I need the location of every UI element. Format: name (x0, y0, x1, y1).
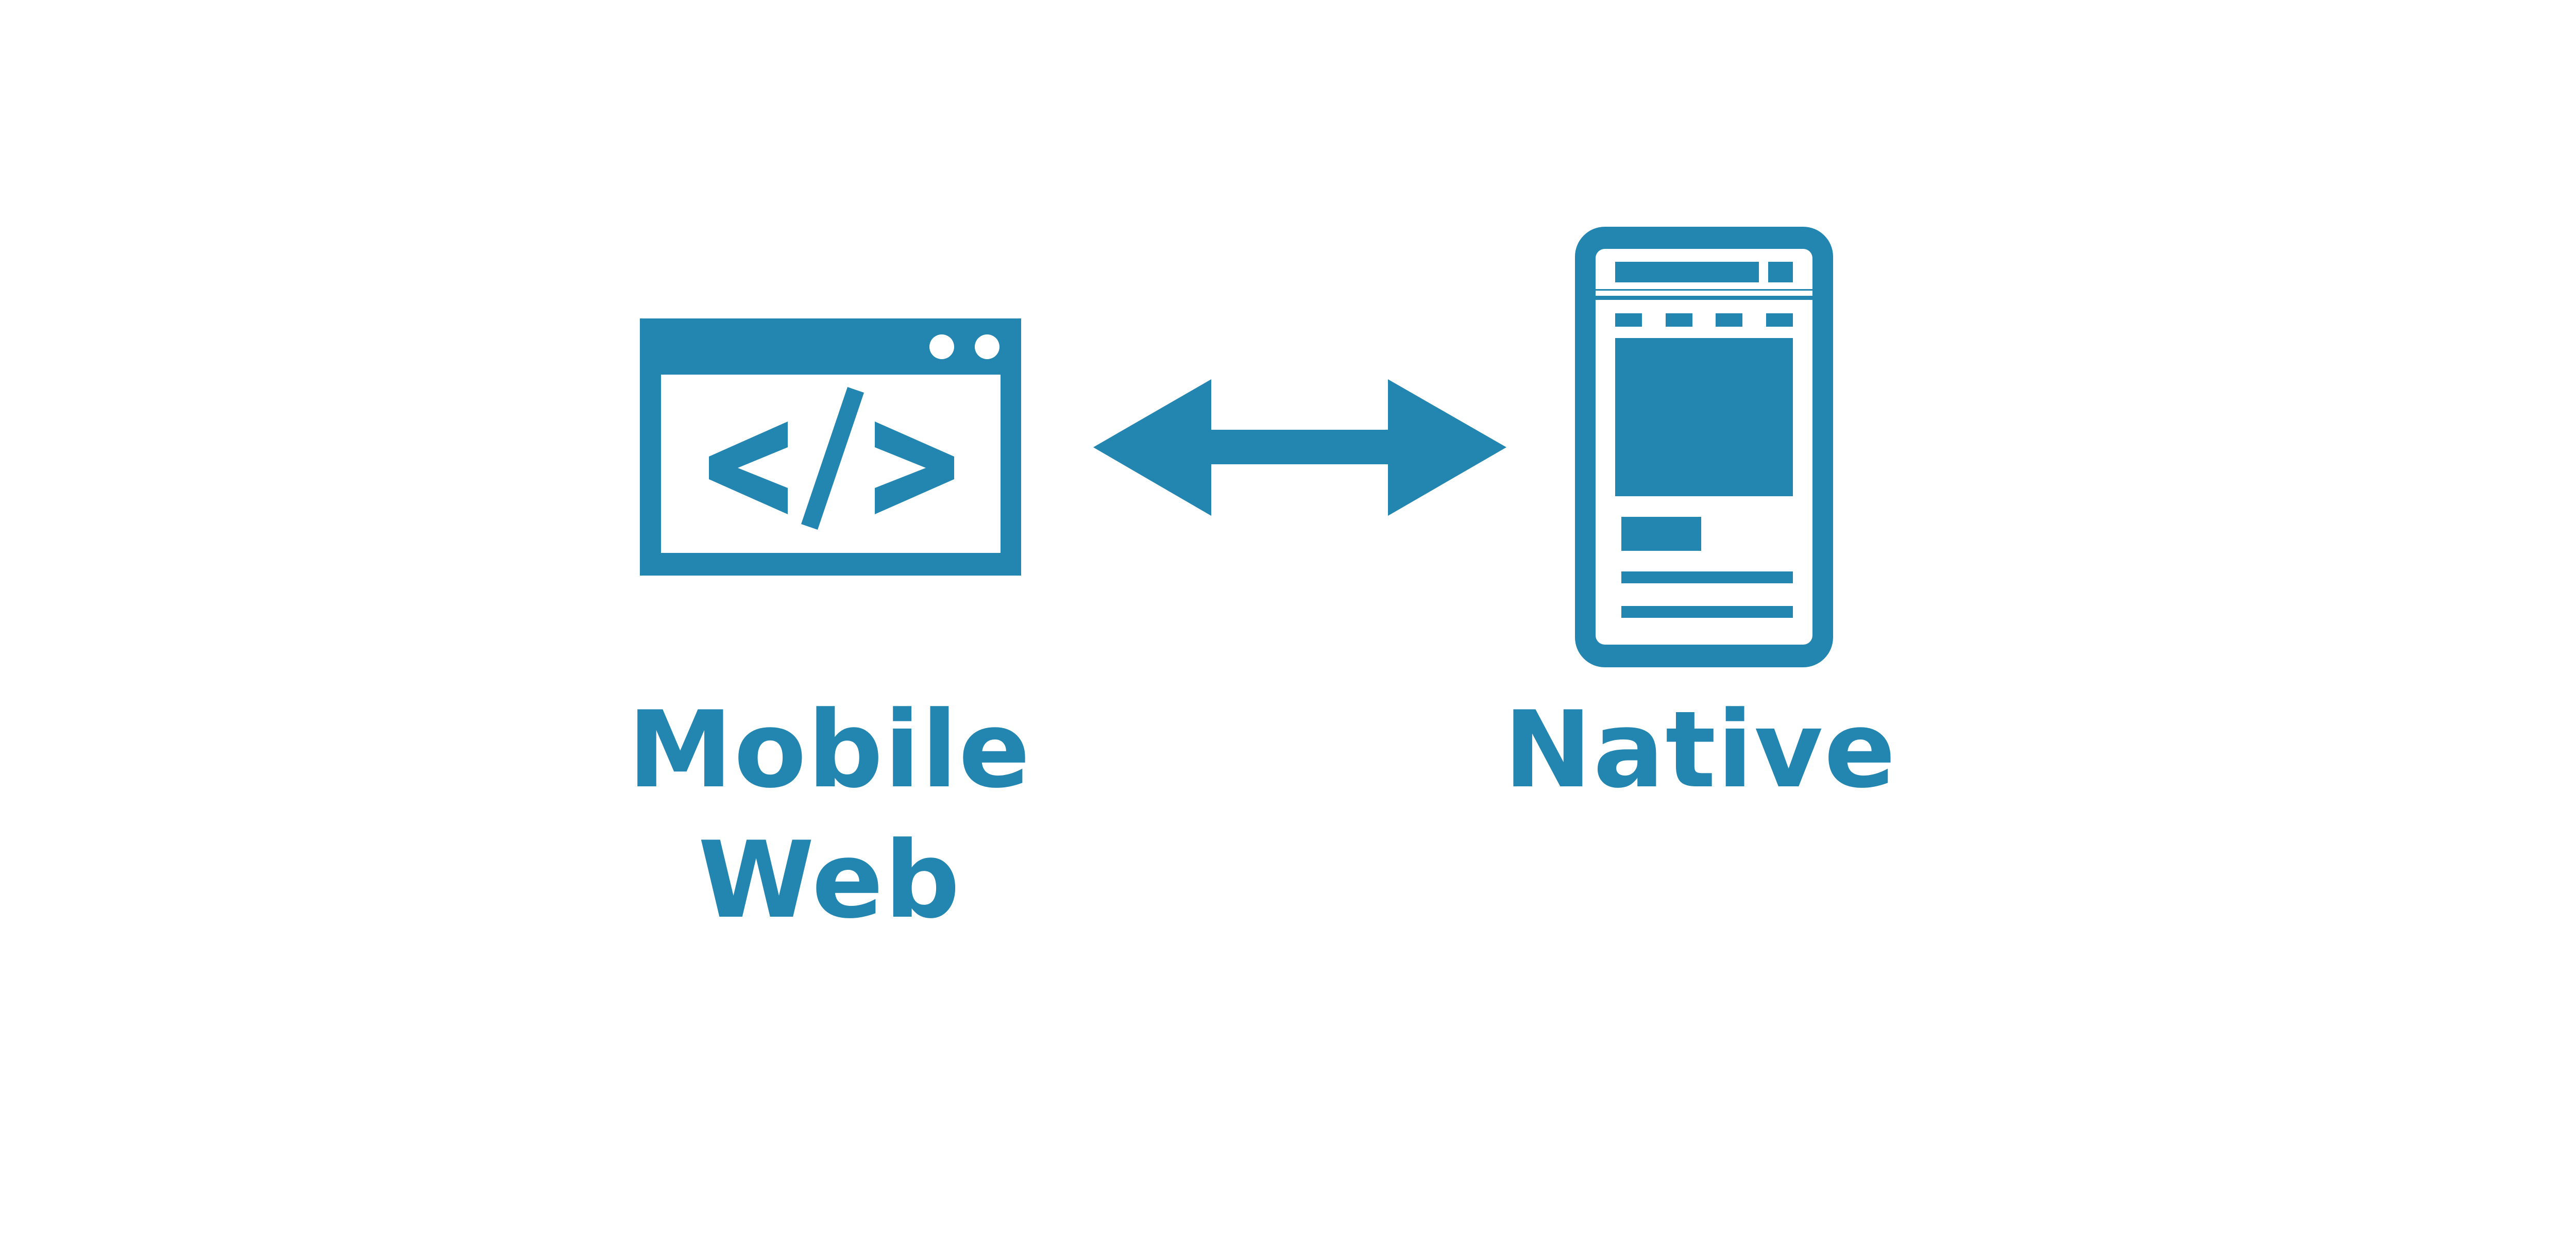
double-headed-arrow-icon (1093, 379, 1506, 516)
native-label: Native (1443, 685, 1958, 816)
mobile-app-icon (1575, 227, 1833, 667)
native-label-text: Native (1503, 689, 1897, 812)
mobile-web-label: Mobile Web (572, 685, 1087, 946)
mobile-web-label-line1: Mobile (628, 689, 1031, 812)
code-window-icon (640, 318, 1021, 576)
mobile-web-label-line2: Web (698, 819, 961, 942)
